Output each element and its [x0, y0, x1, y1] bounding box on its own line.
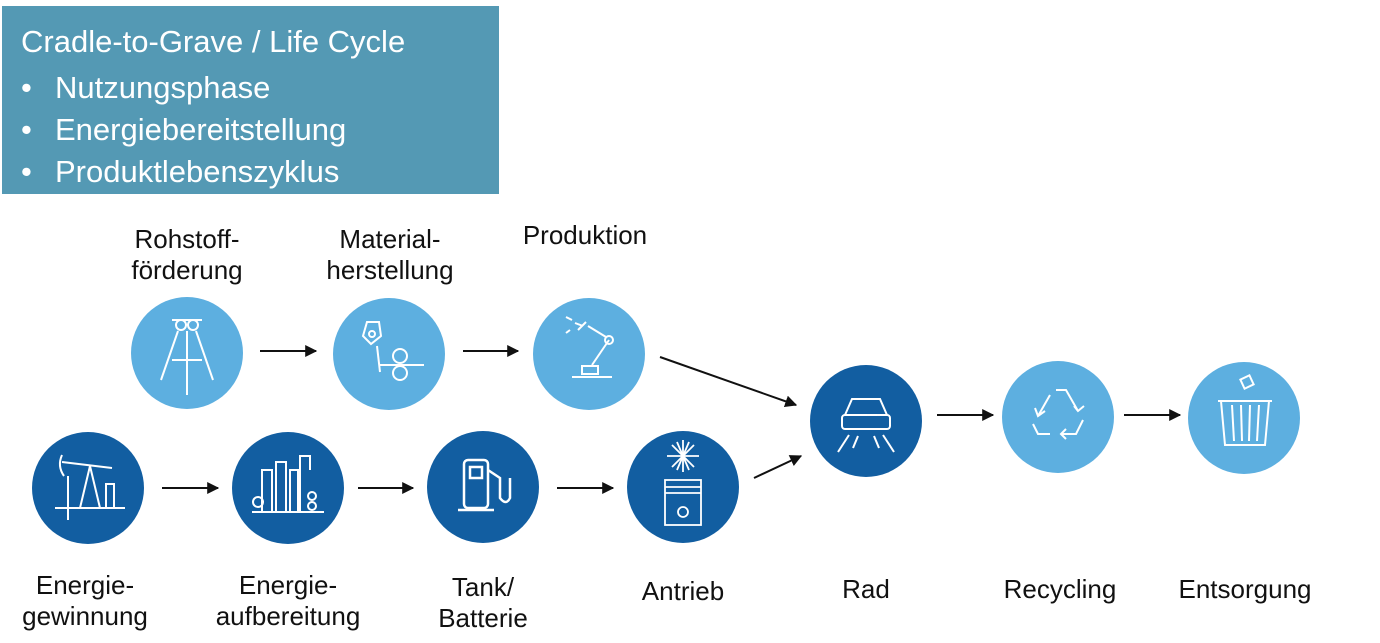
info-bullet: •Nutzungsphase [21, 70, 271, 105]
engine-piston-icon [664, 440, 702, 526]
car-on-road-icon [837, 398, 895, 453]
info-bullet: •Produktlebenszyklus [21, 154, 340, 189]
stage-recycling [1002, 361, 1114, 473]
label-entsorgung: Entsorgung [1178, 574, 1312, 604]
label-tank-batterie: Tank/ Batterie [438, 572, 528, 633]
info-bullet: •Energiebereitstellung [21, 112, 347, 147]
rolling-mill-icon [361, 321, 424, 381]
oil-pump-jack-icon [55, 454, 125, 520]
stage-rohstofffoerderung [131, 297, 243, 409]
stage-entsorgung [1188, 362, 1300, 474]
info-bullet-text: Nutzungsphase [55, 70, 271, 105]
label-antrieb: Antrieb [641, 576, 725, 606]
info-title: Cradle-to-Grave / Life Cycle [21, 24, 406, 59]
label-energiegewinnung: Energie- gewinnung [22, 570, 148, 631]
label-rohstofffoerderung: Rohstoff- förderung [131, 224, 243, 285]
stage-materialherstellung [333, 298, 445, 410]
info-bullet-text: Produktlebenszyklus [55, 154, 340, 189]
stage-energiegewinnung [32, 432, 144, 544]
robot-arm-icon [565, 316, 614, 378]
arrow-produktion-rad [659, 356, 798, 408]
fuel-pump-icon [458, 458, 512, 512]
recycle-icon [1032, 389, 1085, 440]
label-materialherstellung: Material- herstellung [326, 224, 454, 285]
stage-produktion [533, 298, 645, 410]
info-bullet-text: Energiebereitstellung [55, 112, 347, 147]
info-box: Cradle-to-Grave / Life Cycle •Nutzungsph… [2, 6, 499, 194]
stage-rad [810, 365, 922, 477]
refinery-icon [252, 455, 324, 513]
label-energieaufbereitung: Energie- aufbereitung [215, 570, 361, 631]
stage-antrieb [627, 431, 739, 543]
label-recycling: Recycling [1003, 574, 1117, 604]
stage-energieaufbereitung [232, 432, 344, 544]
info-bullet-list: •Nutzungsphase •Energiebereitstellung •P… [21, 67, 346, 193]
mine-headframe-icon [160, 319, 214, 395]
trash-bin-icon [1218, 374, 1272, 446]
stage-tank-batterie [427, 431, 539, 543]
label-rad: Rad [842, 574, 890, 604]
arrow-antrieb-rad [753, 455, 803, 479]
label-produktion: Produktion [522, 220, 648, 250]
